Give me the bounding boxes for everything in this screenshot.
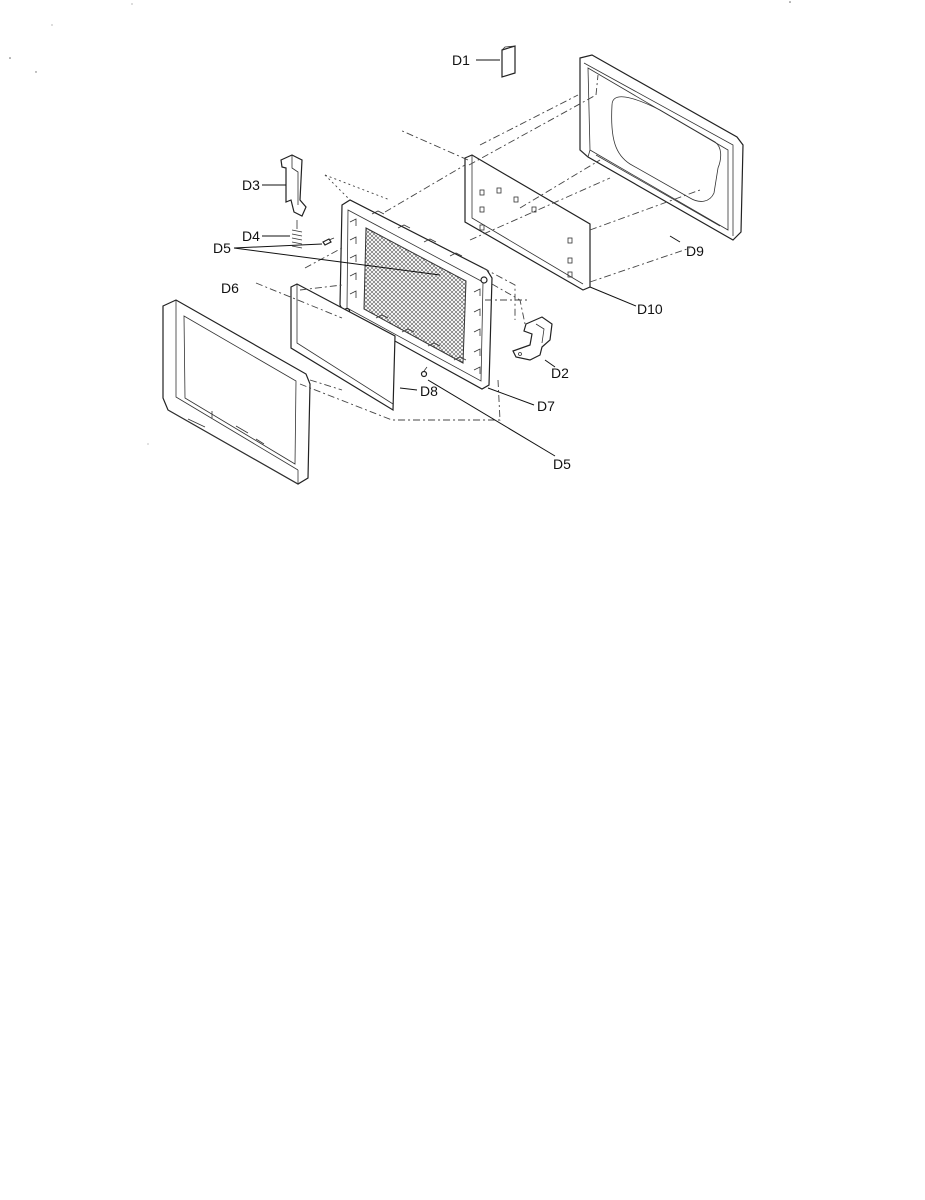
part-d2-hinge-bracket [512, 316, 553, 361]
label-d5-lower: D5 [553, 456, 571, 472]
part-d6-front-frame [162, 299, 311, 485]
part-d10-choke-cover [464, 154, 591, 291]
label-d5-upper: D5 [213, 240, 231, 256]
part-d9-outer-door-panel [579, 54, 744, 241]
part-d7-door-frame [339, 199, 493, 390]
part-labels: D1 D3 D4 D5 D6 D9 D10 D2 D8 D7 D5 [213, 52, 704, 472]
label-d6: D6 [221, 280, 239, 296]
part-d5-screws [322, 237, 428, 378]
label-d2: D2 [551, 365, 569, 381]
label-d8: D8 [420, 383, 438, 399]
part-d3-latch-hook [280, 154, 307, 217]
label-d10: D10 [637, 301, 663, 317]
part-d8-door-glass [290, 283, 396, 412]
scan-specks [9, 1, 791, 445]
label-d7: D7 [537, 398, 555, 414]
leader-lines [233, 59, 681, 457]
part-d1-label-plate [501, 45, 516, 78]
label-d4: D4 [242, 228, 260, 244]
part-d4-spring [291, 220, 303, 249]
projection-lines [255, 74, 701, 421]
label-d9: D9 [686, 243, 704, 259]
label-d3: D3 [242, 177, 260, 193]
label-d1: D1 [452, 52, 470, 68]
